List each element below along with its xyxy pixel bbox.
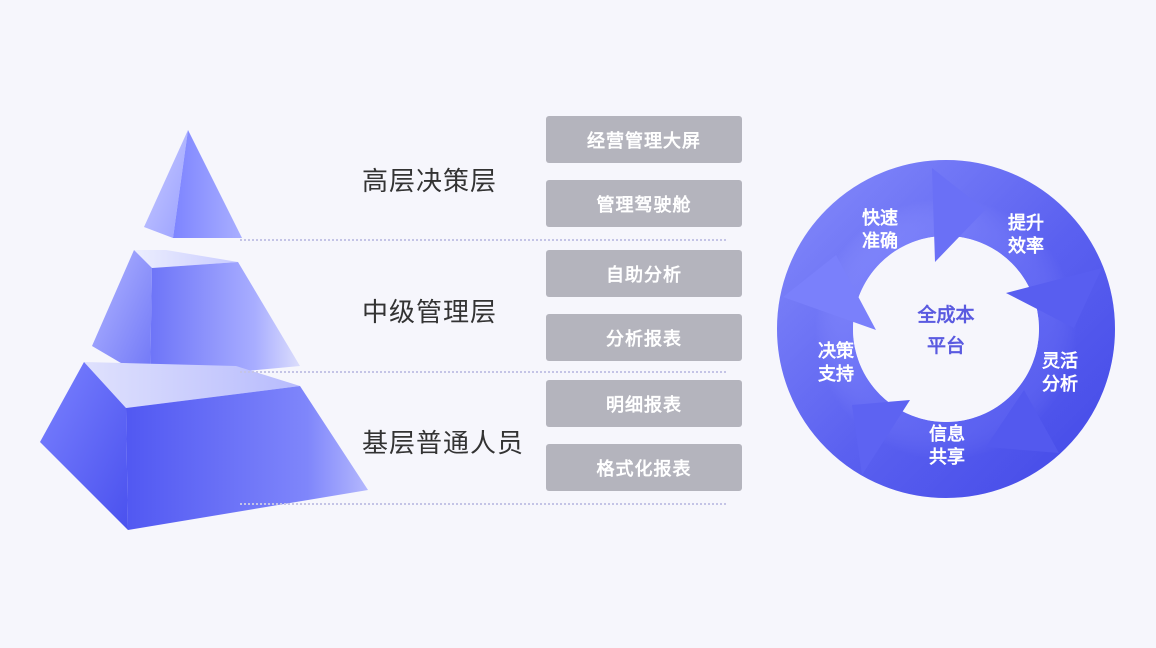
cycle-step-text: 灵活 [1042, 351, 1078, 372]
cycle-step-text: 信息 [929, 424, 965, 445]
cycle-center-line: 全成本 [917, 304, 975, 326]
cycle-step-5: 决策 支持 [806, 340, 866, 386]
tier-item-pill: 分析报表 [546, 314, 742, 361]
separator-line-1 [240, 239, 726, 241]
cycle-step-2: 提升 效率 [996, 212, 1056, 258]
cycle-step-text: 共享 [929, 447, 965, 468]
tier-item-pill: 自助分析 [546, 250, 742, 297]
cycle-step-1: 快速 准确 [850, 207, 910, 253]
cycle-step-text: 分析 [1042, 374, 1078, 395]
cycle-center-label: 全成本 平台 [886, 300, 1006, 362]
cycle-arrow-heads [783, 168, 1102, 475]
cycle-center-line: 平台 [926, 335, 965, 357]
cycle-step-text: 准确 [862, 231, 898, 252]
tier-label-middle: 中级管理层 [362, 298, 498, 328]
tier-item-pill: 明细报表 [546, 380, 742, 427]
cycle-step-text: 快速 [862, 208, 898, 229]
pyramid-tier-bottom [40, 362, 368, 530]
tier-label-bottom: 基层普通人员 [362, 429, 525, 459]
cycle-step-text: 决策 [818, 341, 854, 362]
tier-item-pill: 经营管理大屏 [546, 116, 742, 163]
cycle-step-4: 信息 共享 [917, 423, 977, 469]
cycle-step-text: 提升 [1008, 213, 1044, 234]
separator-line-3 [240, 503, 726, 505]
pyramid-tier-top [144, 130, 242, 238]
cycle-step-text: 效率 [1008, 236, 1044, 257]
separator-line-2 [240, 371, 726, 373]
tier-item-pill: 格式化报表 [546, 444, 742, 491]
tier-item-pill: 管理驾驶舱 [546, 180, 742, 227]
pyramid-graphic [40, 130, 368, 530]
tier-label-top: 高层决策层 [362, 167, 498, 197]
pyramid-tier-middle [92, 250, 300, 380]
cycle-step-3: 灵活 分析 [1030, 350, 1090, 396]
cycle-step-text: 支持 [818, 364, 854, 385]
